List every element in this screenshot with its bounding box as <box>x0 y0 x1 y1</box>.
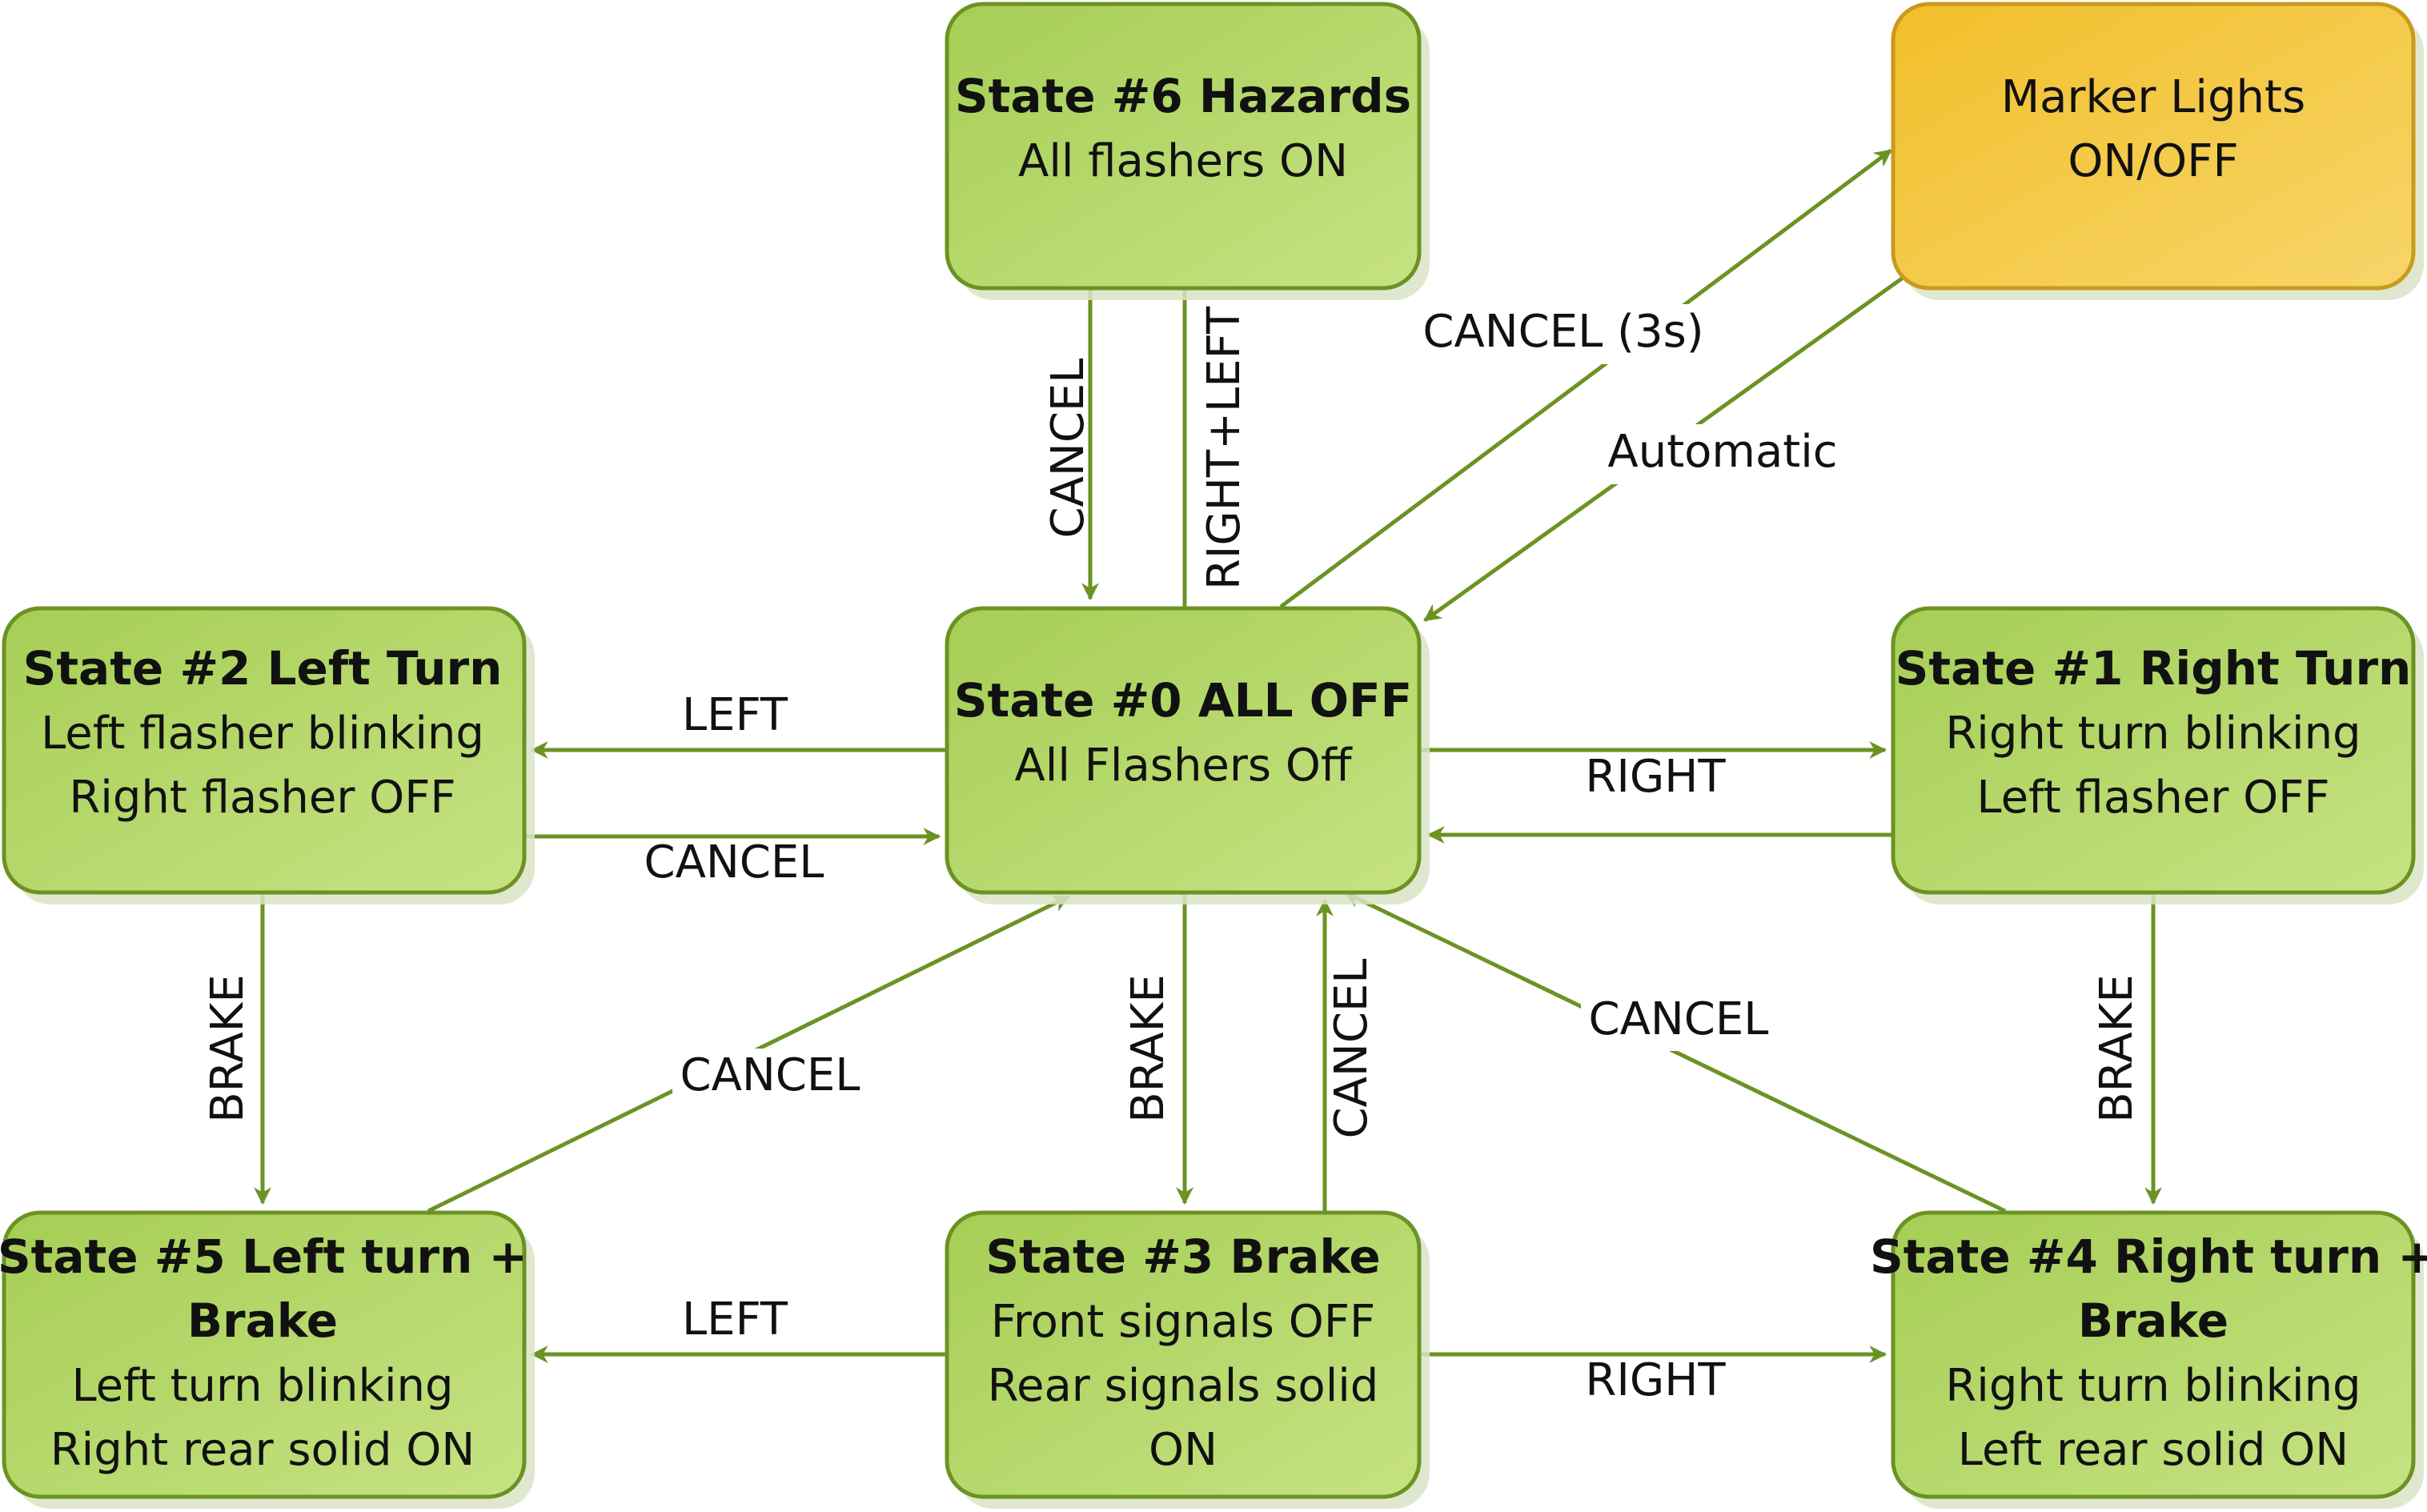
edge-label-s3-s5: LEFT <box>682 1293 788 1346</box>
node-state-4-right-turn-brake: State #4 Right turn + Brake Right turn b… <box>1870 1210 2427 1499</box>
edge-label-s2-s0: CANCEL <box>644 836 824 888</box>
edge-label-s0-s3: BRAKE <box>1122 974 1174 1122</box>
edge-labels: CANCEL RIGHT+LEFT CANCEL (3s) Automatic … <box>202 304 2147 1414</box>
edge-label-s0-marker: CANCEL (3s) <box>1422 306 1703 358</box>
node-state-0-all-off: State #0 ALL OFF All Flashers Off <box>945 606 1422 895</box>
edge-label-s2-s5: BRAKE <box>202 974 254 1122</box>
node-s3-line-2: Rear signals solid <box>988 1360 1379 1412</box>
node-state-6-hazards: State #6 Hazards All flashers ON <box>945 2 1422 291</box>
node-s3-line-3: ON <box>1149 1424 1218 1476</box>
node-s1-line-1: Right turn blinking <box>1945 708 2361 760</box>
node-state-3-brake: State #3 Brake Front signals OFF Rear si… <box>945 1210 1422 1499</box>
edge-label-s1-s4: BRAKE <box>2091 974 2143 1122</box>
node-s5-line-3: Right rear solid ON <box>50 1424 475 1476</box>
node-s5-title: State #5 Left turn + <box>0 1229 528 1284</box>
node-state-1-right-turn: State #1 Right Turn Right turn blinking … <box>1891 606 2416 895</box>
edges <box>254 148 2162 1363</box>
node-s4-title: State #4 Right turn + <box>1870 1229 2427 1284</box>
edge-label-s5-s0: CANCEL <box>680 1049 860 1101</box>
edge-label-s0-s1: RIGHT <box>1585 751 1726 803</box>
node-s4-title-2: Brake <box>2078 1293 2228 1348</box>
node-marker-lights: Marker Lights ON/OFF <box>1891 2 2416 291</box>
edge-s4-to-s0 <box>1343 890 2007 1213</box>
node-marker-line-0: Marker Lights <box>2001 71 2305 123</box>
node-s4-line-2: Right turn blinking <box>1945 1360 2361 1412</box>
node-s0-line-1: All Flashers Off <box>1014 740 1353 792</box>
node-s2-line-2: Right flasher OFF <box>69 772 455 824</box>
edge-s0-to-marker <box>1279 148 1892 609</box>
node-s4-line-3: Left rear solid ON <box>1958 1424 2349 1476</box>
node-state-2-left-turn: State #2 Left Turn Left flasher blinking… <box>2 606 527 895</box>
edge-label-s6-s0: CANCEL <box>1042 359 1094 539</box>
node-s2-line-1: Left flasher blinking <box>41 708 484 760</box>
node-s1-title: State #1 Right Turn <box>1895 641 2412 696</box>
edge-label-s0-s6: RIGHT+LEFT <box>1198 306 1250 590</box>
node-state-5-left-turn-brake: State #5 Left turn + Brake Left turn bli… <box>0 1210 528 1499</box>
edge-label-marker-s0: Automatic <box>1607 426 1837 478</box>
node-s6-line-1: All flashers ON <box>1018 135 1348 187</box>
node-s1-line-2: Left flasher OFF <box>1976 772 2329 824</box>
edge-label-s0-s2: LEFT <box>682 689 788 741</box>
node-s5-title-2: Brake <box>187 1293 338 1348</box>
edge-label-s3-s4: RIGHT <box>1585 1354 1726 1406</box>
node-s3-title: State #3 Brake <box>985 1229 1380 1284</box>
node-s6-title: State #6 Hazards <box>955 69 1411 123</box>
node-s3-line-1: Front signals OFF <box>991 1296 1376 1348</box>
edge-label-s3-s0: CANCEL <box>1326 959 1378 1139</box>
node-s2-title: State #2 Left Turn <box>23 641 503 696</box>
node-s0-title: State #0 ALL OFF <box>954 673 1413 728</box>
node-marker-line-1: ON/OFF <box>2068 135 2238 187</box>
edge-label-s4-s0: CANCEL <box>1589 993 1769 1045</box>
node-s5-line-2: Left turn blinking <box>71 1360 453 1412</box>
